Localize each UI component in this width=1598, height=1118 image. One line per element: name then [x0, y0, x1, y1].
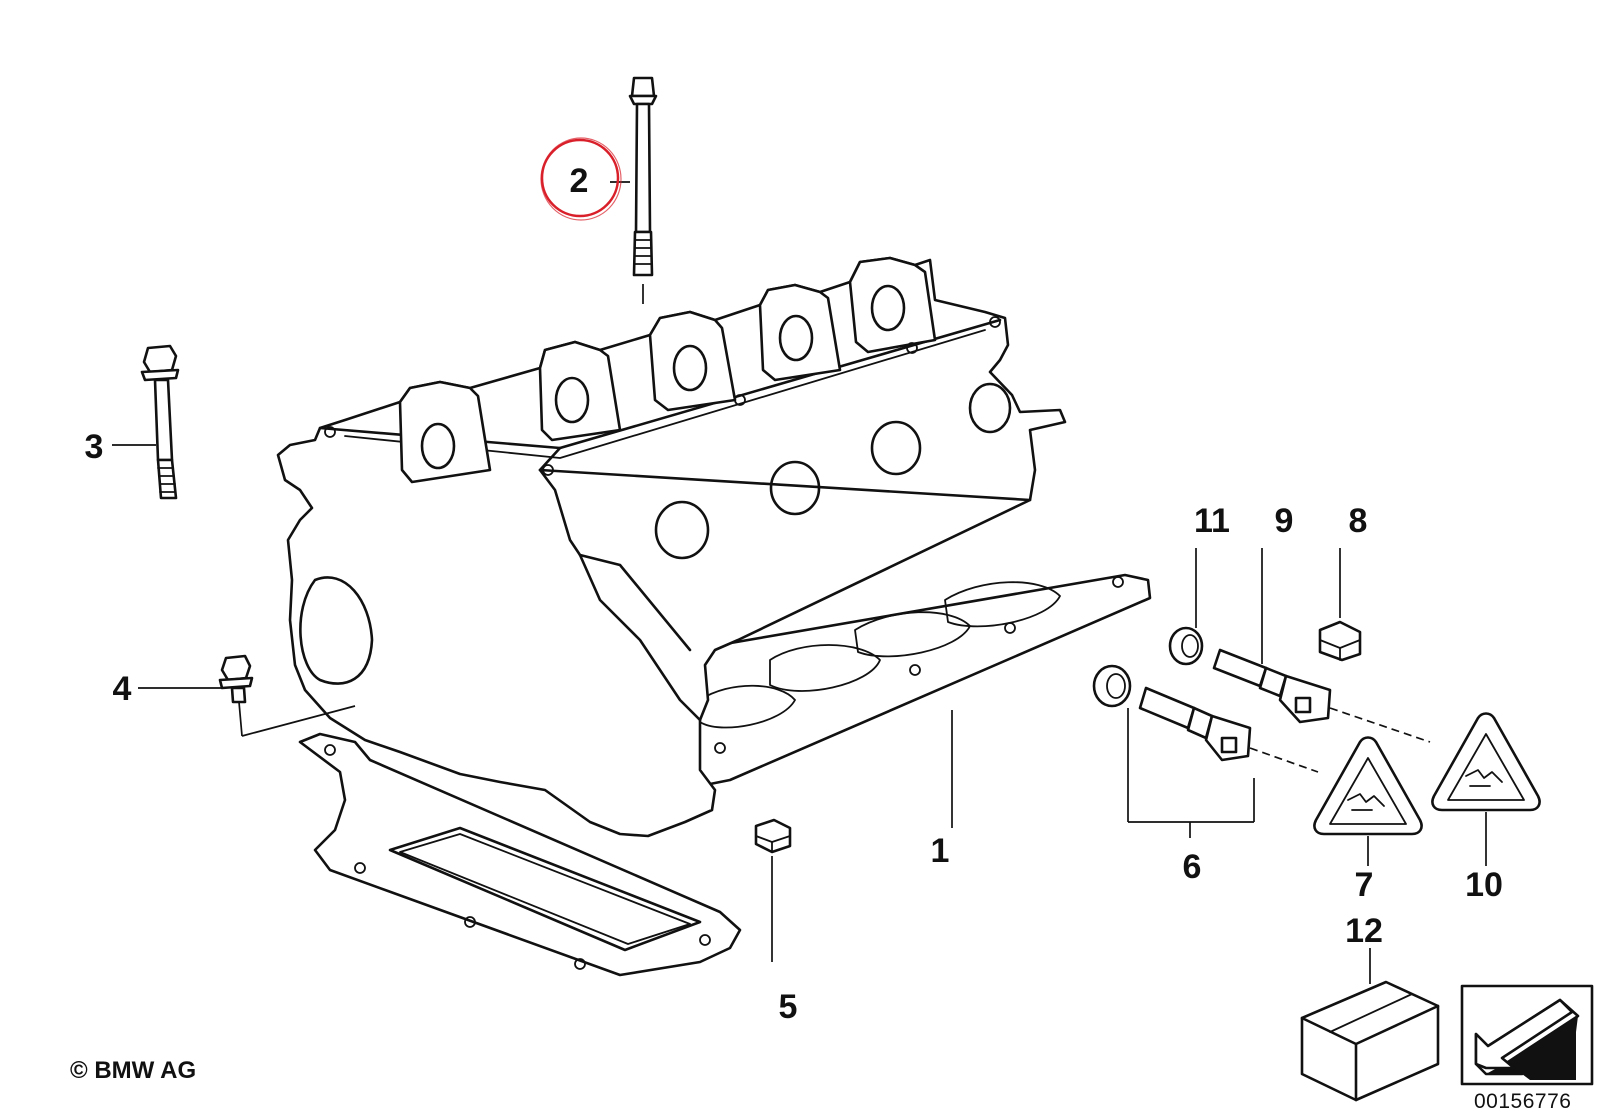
- temperature-sensor-part: [1212, 548, 1431, 743]
- short-bolt-part: [140, 344, 180, 500]
- screw-plug-part: [1318, 548, 1362, 662]
- washer-small-part: [1168, 548, 1204, 666]
- leader-lines: [112, 181, 953, 828]
- head-bolt-part: [628, 76, 658, 304]
- callout-9[interactable]: 9: [1275, 502, 1294, 540]
- lower-gasket-part: [298, 732, 742, 977]
- callout-10[interactable]: 10: [1465, 866, 1503, 904]
- cylinder-head-part: [276, 256, 1067, 838]
- copyright-text: © BMW AG: [70, 1057, 196, 1084]
- warning-triangle-icon: [1313, 736, 1423, 866]
- highlight-circle-outer: [540, 137, 622, 221]
- callout-12[interactable]: 12: [1345, 912, 1383, 950]
- callout-2[interactable]: 2: [570, 162, 589, 200]
- navigation-arrow-icon: [1460, 984, 1594, 1086]
- callout-3[interactable]: 3: [85, 428, 104, 466]
- small-bolt-part: [218, 654, 356, 737]
- callout-6[interactable]: 6: [1183, 848, 1202, 886]
- reference-number: 00156776: [1474, 1090, 1571, 1113]
- callout-1[interactable]: 1: [931, 832, 950, 870]
- warning-triangle-icon: [1431, 712, 1541, 866]
- callout-8[interactable]: 8: [1349, 502, 1368, 540]
- nut-part: [754, 818, 792, 962]
- callout-5[interactable]: 5: [779, 988, 798, 1026]
- callout-7[interactable]: 7: [1355, 866, 1374, 904]
- callout-4[interactable]: 4: [113, 670, 132, 708]
- coolant-sensor-part: [1092, 664, 1319, 838]
- highlight-circle: [540, 138, 620, 218]
- package-box-icon: [1300, 948, 1440, 1102]
- callout-11[interactable]: 11: [1194, 502, 1230, 540]
